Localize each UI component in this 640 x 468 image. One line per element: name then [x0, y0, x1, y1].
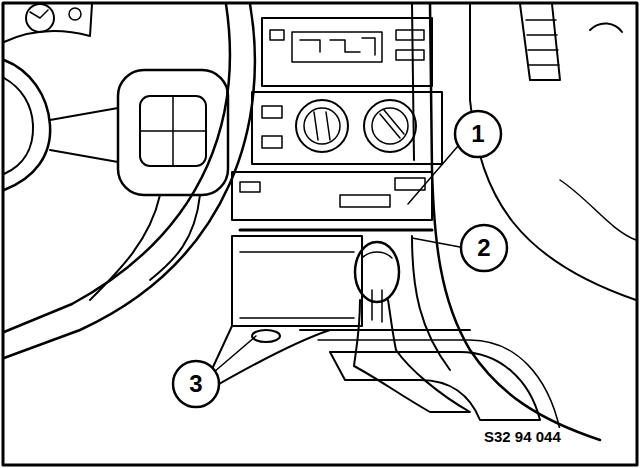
figure-code: S32 94 044 — [482, 428, 563, 445]
switch — [240, 182, 260, 192]
switch — [340, 195, 390, 207]
dash-right — [590, 23, 622, 32]
air-vent — [520, 4, 560, 80]
horn-pad — [140, 96, 206, 166]
callout-circle: 2 — [459, 223, 509, 273]
gear-knob — [355, 242, 399, 302]
steering-spoke — [90, 195, 200, 300]
heater-knob — [380, 110, 404, 138]
leader-line — [408, 146, 458, 204]
steering-wheel-rim — [4, 4, 255, 358]
shift-surround — [330, 352, 540, 420]
switch — [262, 106, 282, 118]
heater-knob — [304, 108, 340, 144]
radio-display — [292, 32, 382, 62]
switch-panel — [232, 172, 432, 220]
callout-number: 1 — [471, 122, 484, 146]
storage-compartment — [240, 252, 354, 318]
steering-wheel-rim — [4, 4, 230, 332]
switch — [395, 178, 425, 190]
callout-circle: 3 — [171, 359, 221, 409]
heater-knob — [314, 112, 330, 140]
leader-line — [412, 238, 460, 247]
radio-buttons — [300, 38, 375, 55]
callout-circle: 1 — [453, 109, 503, 159]
instrument-cluster — [4, 4, 92, 42]
steering-wheel-rim — [4, 78, 33, 174]
radio-button — [396, 50, 424, 60]
heater-knob — [372, 108, 408, 144]
frame — [3, 3, 637, 465]
centre-console — [412, 4, 450, 370]
centre-console — [300, 329, 470, 331]
switch — [262, 136, 282, 148]
storage-compartment — [232, 236, 362, 326]
radio-button — [396, 30, 424, 40]
gauge — [69, 8, 81, 20]
gear-knob — [362, 252, 392, 258]
gear-lever — [372, 290, 382, 322]
air-vent — [526, 20, 559, 65]
heater-knob — [364, 100, 416, 152]
horn-pad — [140, 96, 206, 166]
gauge — [26, 4, 54, 32]
shift-surround — [318, 340, 560, 430]
steering-wheel-rim — [4, 60, 50, 190]
steering-hub — [118, 70, 228, 195]
radio — [262, 18, 432, 86]
gauge-needle — [30, 10, 48, 18]
callout-number: 3 — [189, 372, 202, 396]
panel-edge — [240, 229, 432, 232]
radio-button — [270, 30, 284, 40]
dash-right — [560, 180, 636, 240]
callout-number: 2 — [477, 236, 490, 260]
heater-knob — [296, 100, 348, 152]
leader-line — [214, 336, 256, 372]
steering-spoke — [50, 108, 118, 162]
